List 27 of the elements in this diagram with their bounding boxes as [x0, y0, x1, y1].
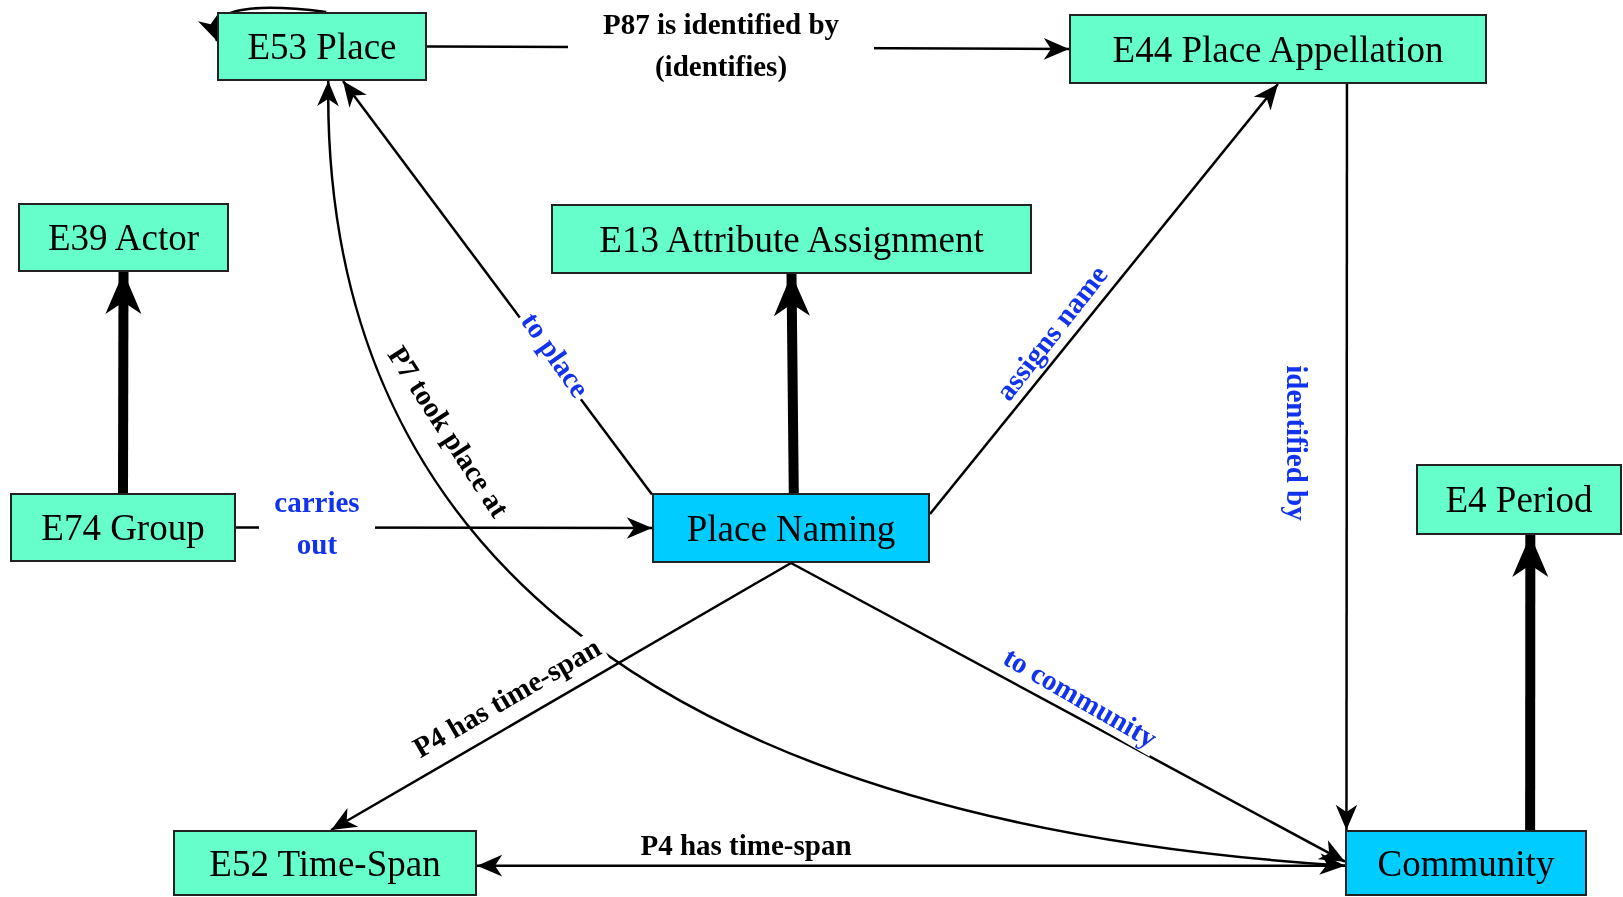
class-name: Community [1377, 841, 1555, 885]
class-box [10, 493, 236, 562]
arrow [1335, 84, 1358, 830]
class-box [217, 12, 427, 81]
class-box [1069, 14, 1487, 84]
class-name: E4 Period [1445, 478, 1593, 521]
class-box [551, 204, 1032, 274]
arrow [318, 80, 1346, 874]
class-name: E52 Time-Span [209, 841, 441, 885]
class-box [1345, 830, 1587, 896]
class-name: E74 Group [41, 506, 205, 549]
arrow [105, 272, 142, 493]
class-name: E44 Place Appellation [1112, 27, 1444, 71]
class-name: E39 Actor [47, 216, 200, 259]
class-box [173, 830, 477, 896]
arrow [929, 83, 1279, 515]
class-name: E53 Place [247, 25, 397, 68]
class-name: Place Naming [686, 506, 896, 550]
class-box [18, 203, 229, 272]
class-box [1416, 464, 1622, 535]
arrow [1512, 535, 1549, 830]
arrow [330, 561, 792, 832]
arrow [200, 6, 327, 42]
arrow [773, 273, 810, 494]
class-name: E13 Attribute Assignment [599, 217, 984, 261]
class-box [652, 493, 930, 563]
arrow [790, 561, 1346, 863]
